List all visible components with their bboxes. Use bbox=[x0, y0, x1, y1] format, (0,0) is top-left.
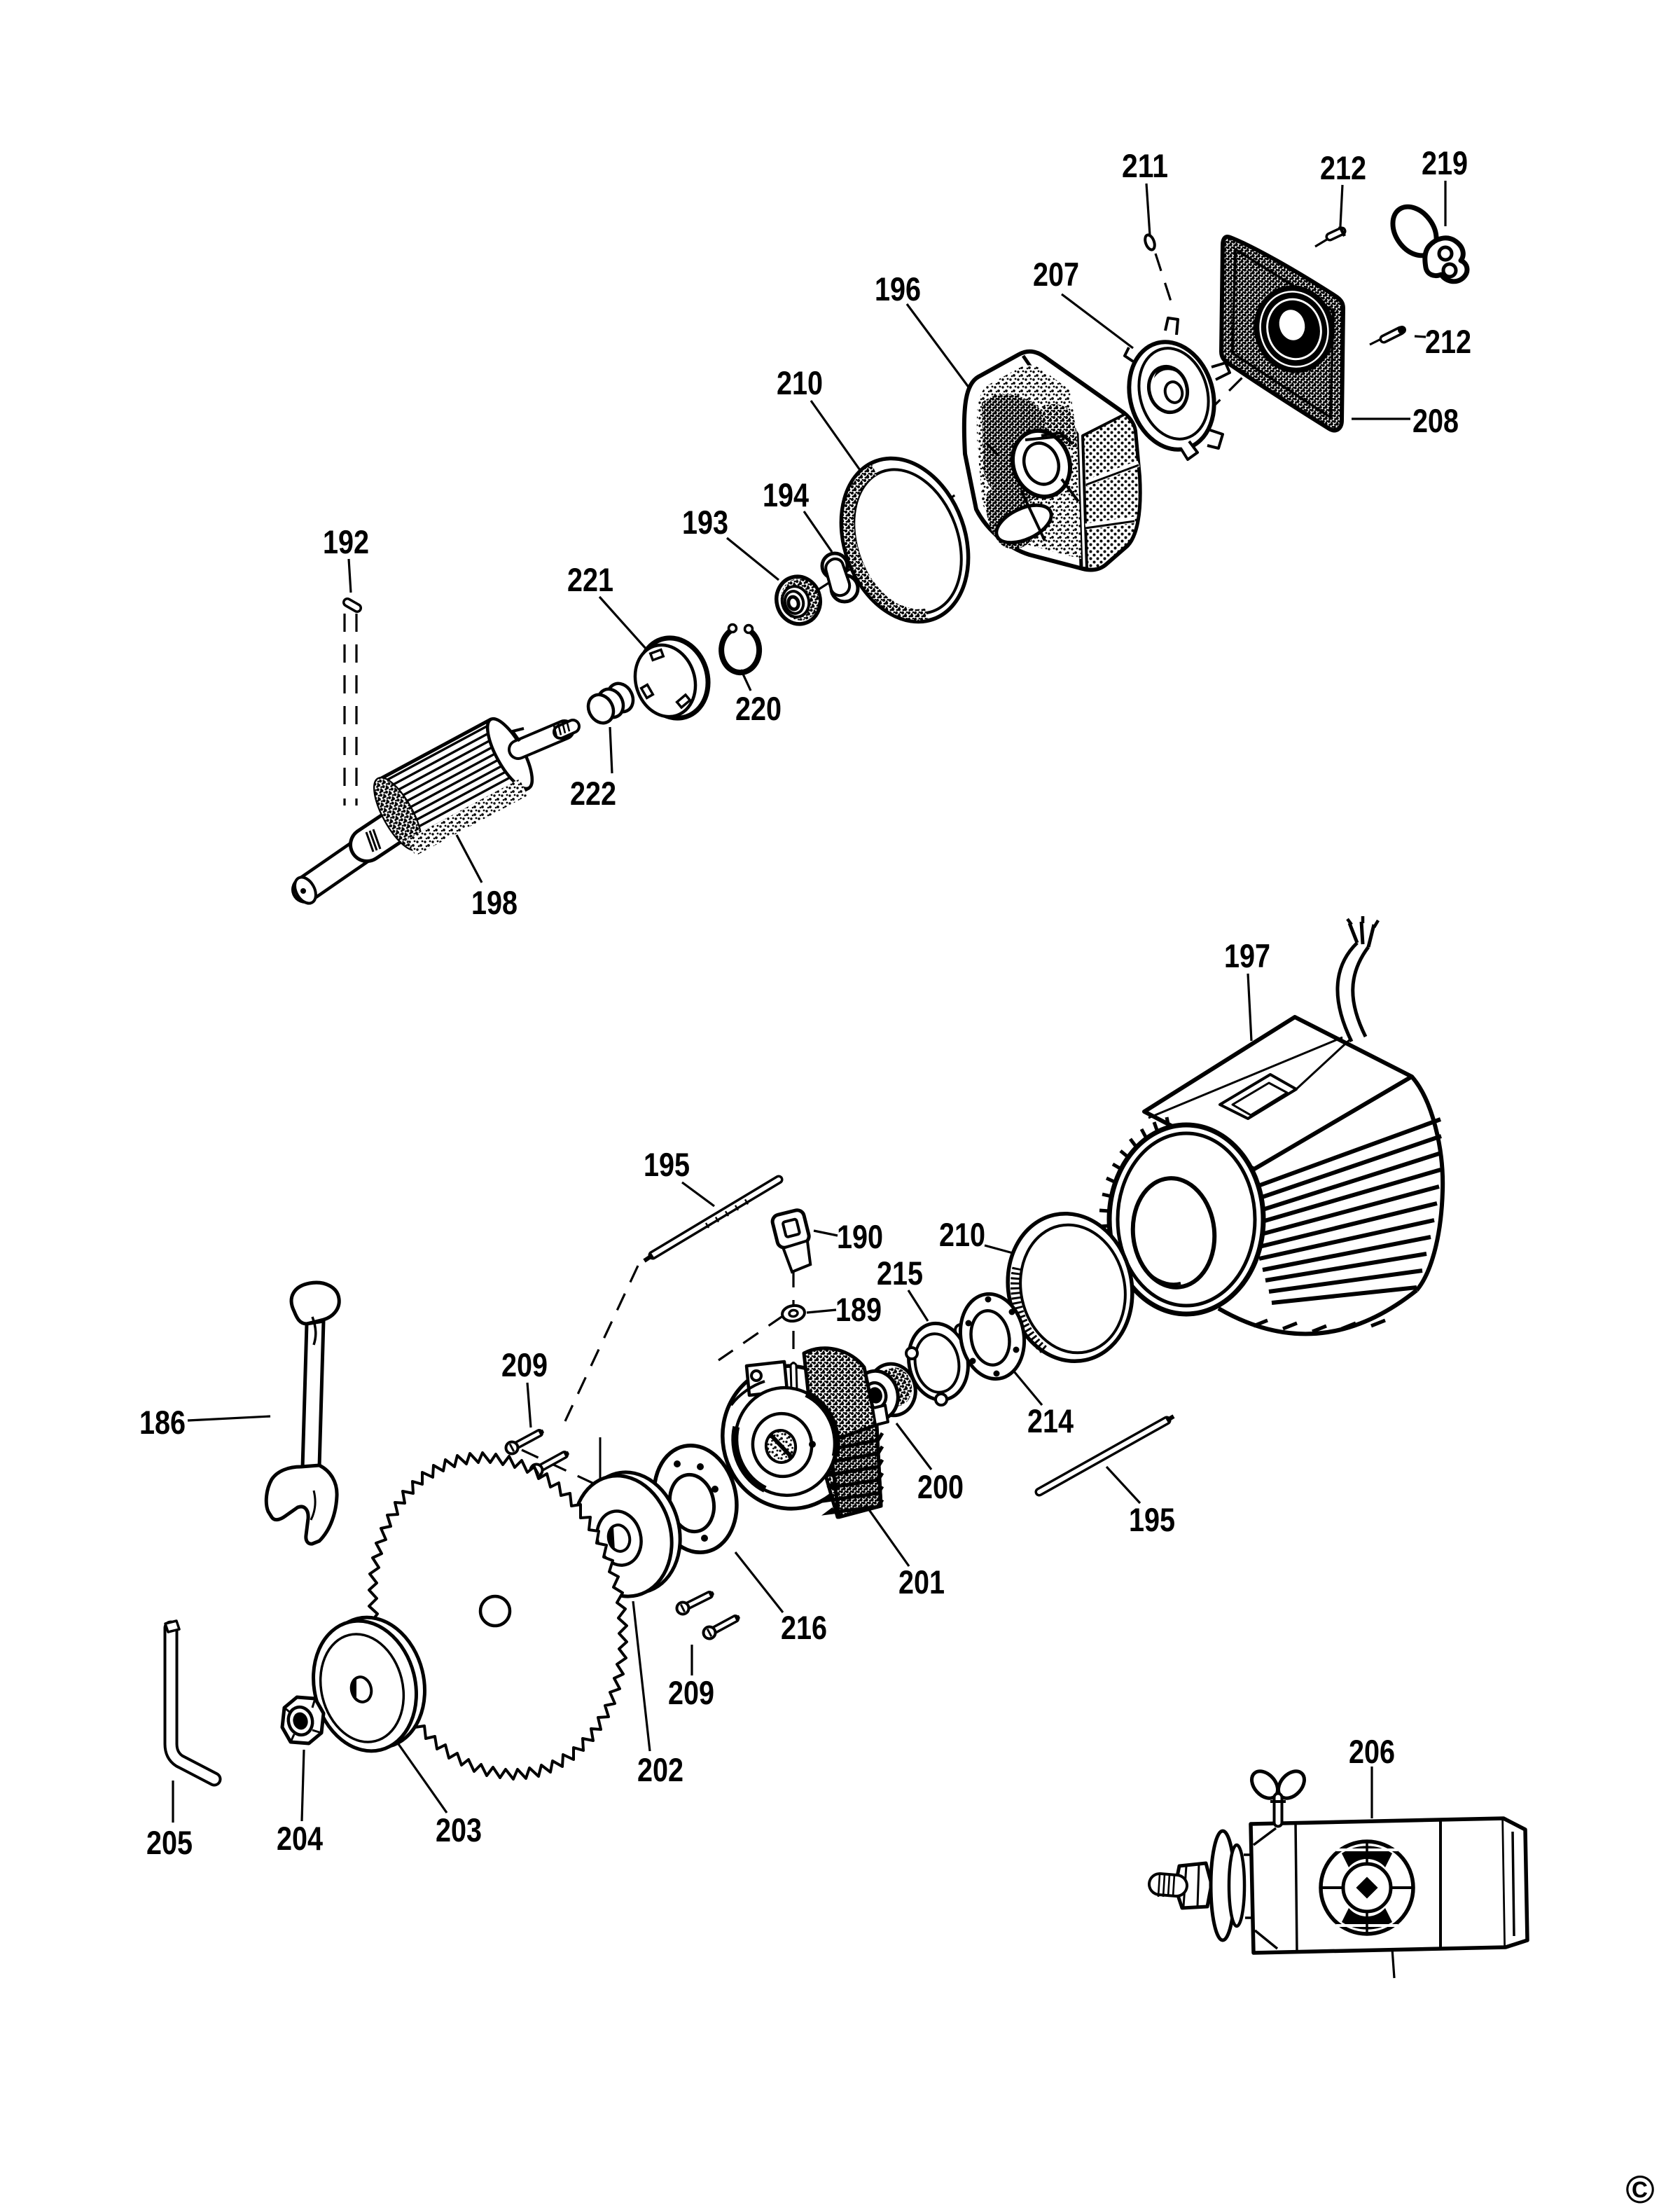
svg-text:208: 208 bbox=[1412, 402, 1459, 439]
svg-text:219: 219 bbox=[1422, 144, 1468, 181]
svg-text:196: 196 bbox=[875, 270, 921, 307]
svg-text:197: 197 bbox=[1224, 937, 1270, 974]
svg-text:211: 211 bbox=[1122, 147, 1168, 184]
svg-text:189: 189 bbox=[835, 1291, 882, 1328]
svg-text:198: 198 bbox=[471, 884, 518, 921]
svg-text:204: 204 bbox=[277, 1820, 323, 1857]
svg-text:192: 192 bbox=[323, 523, 369, 560]
svg-text:193: 193 bbox=[682, 504, 728, 541]
svg-text:209: 209 bbox=[668, 1674, 714, 1711]
svg-text:216: 216 bbox=[781, 1609, 827, 1646]
svg-text:206: 206 bbox=[1349, 1733, 1395, 1770]
svg-text:214: 214 bbox=[1027, 1402, 1074, 1439]
svg-text:©: © bbox=[1625, 2167, 1654, 2208]
svg-text:194: 194 bbox=[763, 476, 809, 513]
svg-text:203: 203 bbox=[436, 1811, 482, 1848]
svg-text:210: 210 bbox=[939, 1216, 985, 1253]
svg-text:212: 212 bbox=[1425, 323, 1471, 360]
svg-text:220: 220 bbox=[735, 690, 782, 727]
svg-text:195: 195 bbox=[644, 1146, 690, 1183]
svg-text:212: 212 bbox=[1320, 149, 1366, 186]
svg-text:195: 195 bbox=[1129, 1501, 1175, 1538]
svg-text:186: 186 bbox=[139, 1404, 186, 1441]
svg-text:202: 202 bbox=[637, 1751, 683, 1788]
svg-text:190: 190 bbox=[837, 1218, 883, 1255]
svg-text:222: 222 bbox=[570, 775, 616, 812]
svg-text:210: 210 bbox=[777, 364, 823, 401]
svg-text:209: 209 bbox=[501, 1346, 548, 1383]
svg-text:215: 215 bbox=[877, 1254, 923, 1292]
svg-text:207: 207 bbox=[1033, 256, 1079, 293]
svg-text:201: 201 bbox=[898, 1563, 945, 1601]
svg-text:221: 221 bbox=[567, 561, 613, 598]
svg-text:200: 200 bbox=[917, 1468, 964, 1505]
svg-text:205: 205 bbox=[146, 1824, 193, 1861]
